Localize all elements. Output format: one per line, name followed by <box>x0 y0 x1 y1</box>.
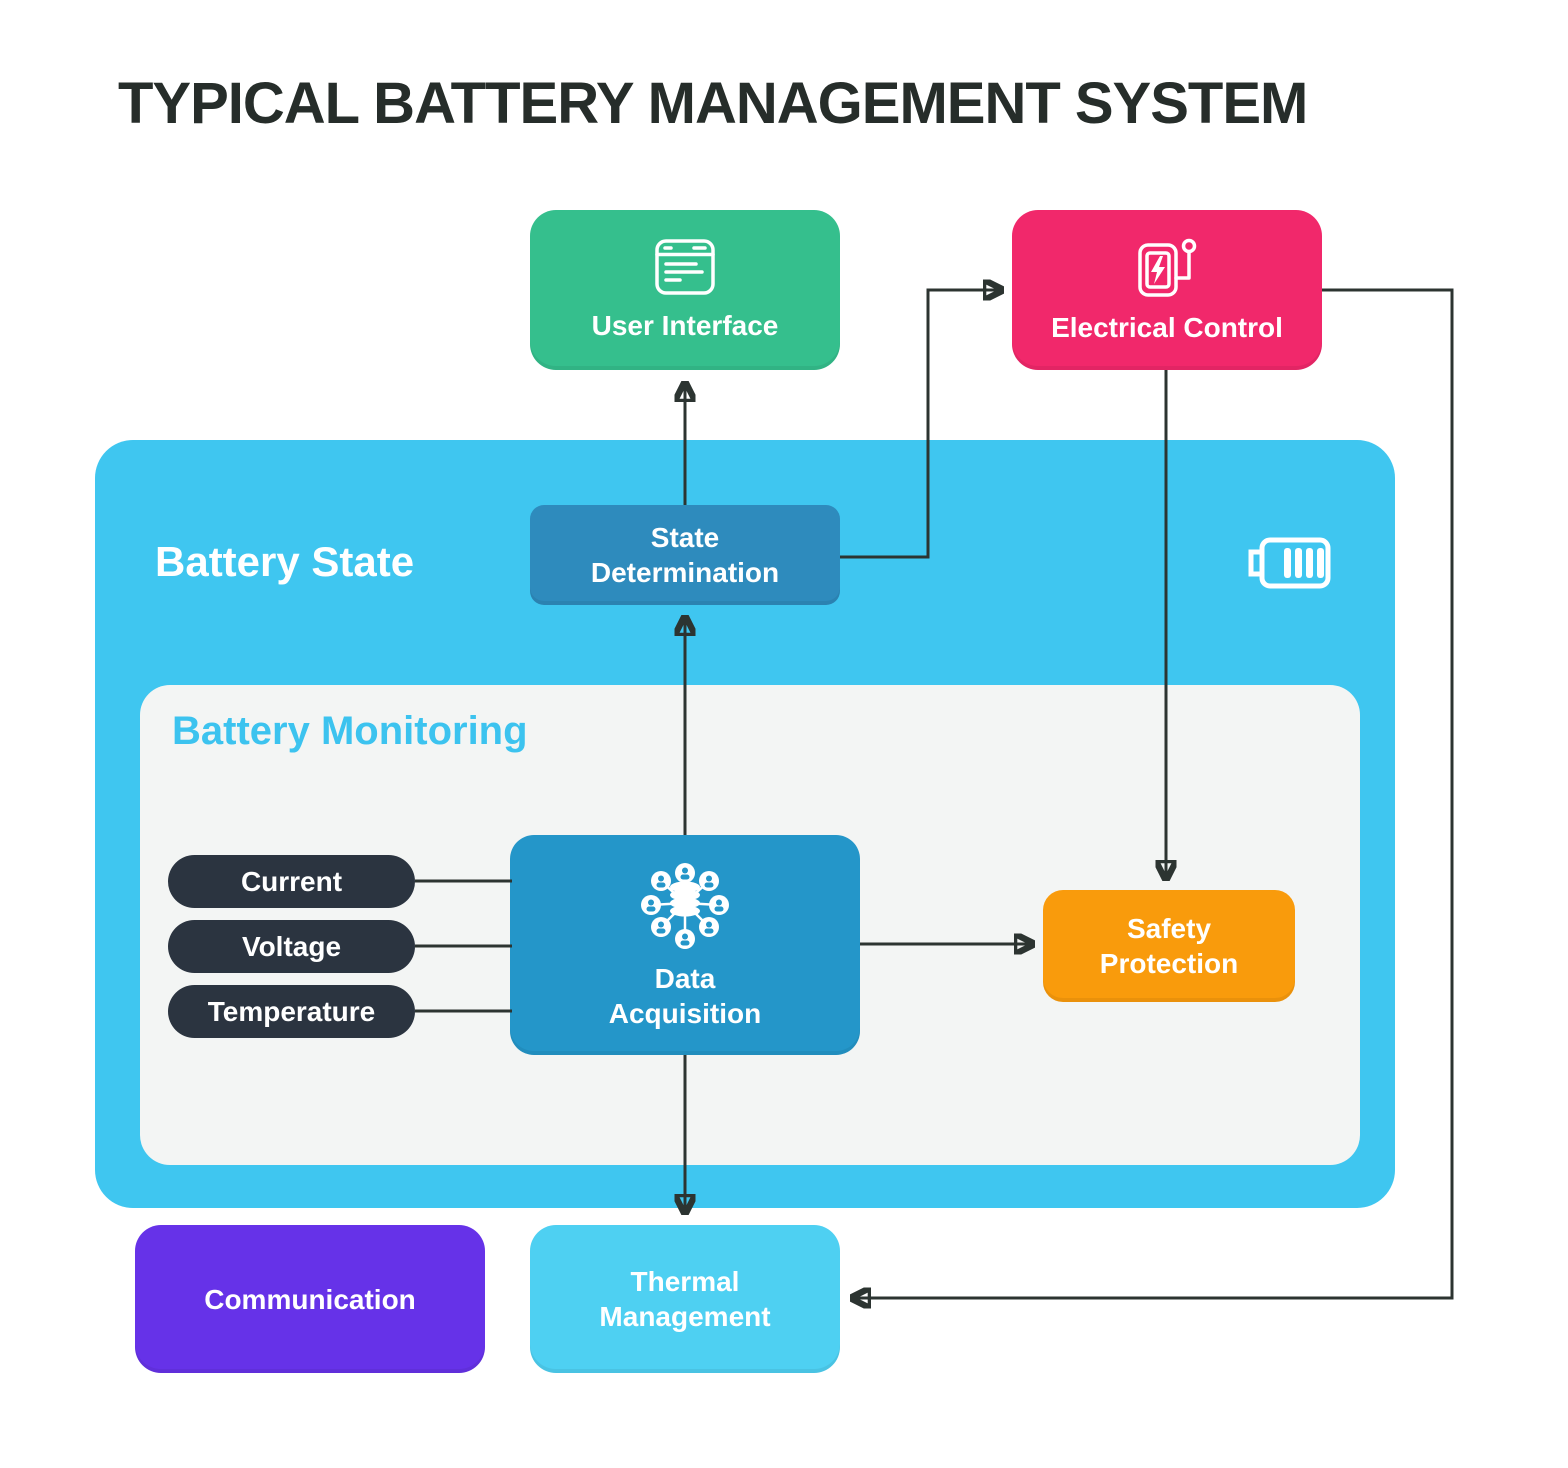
node-communication: Communication <box>135 1225 485 1373</box>
node-electrical-control: Electrical Control <box>1012 210 1322 370</box>
node-label-user-interface: User Interface <box>591 309 779 341</box>
panel-battery-state: Battery State State Determination Batter… <box>95 440 1395 1208</box>
pill-label-temperature: Temperature <box>207 995 376 1027</box>
device-with-bolt-and-lever-icon <box>1138 238 1197 297</box>
pill-current: Current <box>168 855 415 908</box>
pill-voltage: Voltage <box>168 920 415 973</box>
database-network-hub-icon <box>641 863 729 949</box>
node-safety-protection: Safety Protection <box>1043 890 1295 1002</box>
node-label-safety-protection: Safety Protection <box>1099 913 1239 979</box>
pill-temperature: Temperature <box>168 985 415 1038</box>
pill-label-current: Current <box>240 865 343 897</box>
page-title: TYPICAL BATTERY MANAGEMENT SYSTEM <box>118 71 1308 136</box>
node-label-electrical-control: Electrical Control <box>1051 311 1283 343</box>
node-state-determination: State Determination <box>530 505 840 605</box>
battery-monitoring-label: Battery Monitoring <box>172 709 528 753</box>
pill-label-voltage: Voltage <box>241 930 342 962</box>
node-user-interface: User Interface <box>530 210 840 370</box>
node-label-state-determination: State Determination <box>590 522 780 588</box>
node-thermal-management: Thermal Management <box>530 1225 840 1373</box>
node-label-thermal-management: Thermal Management <box>599 1266 771 1332</box>
battery-state-label: Battery State <box>155 538 415 585</box>
panel-battery-monitoring: Battery Monitoring Current Voltage Tempe… <box>140 685 1360 1165</box>
node-label-data-acquisition: Data Acquisition <box>608 963 762 1029</box>
battery-level-icon <box>1248 537 1331 589</box>
node-data-acquisition: Data Acquisition <box>510 835 860 1055</box>
browser-window-icon <box>655 238 715 295</box>
node-label-communication: Communication <box>204 1283 416 1315</box>
